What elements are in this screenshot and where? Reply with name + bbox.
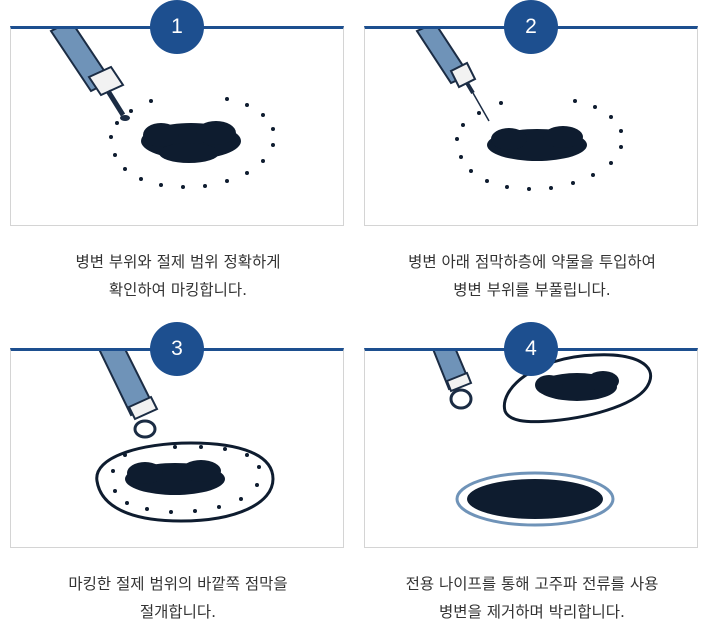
caption-line: 병변 아래 점막하층에 약물을 투입하여 (408, 253, 656, 271)
caption-line: 병변 부위와 절제 범위 정확하게 (75, 253, 281, 271)
step-number-badge: 2 (504, 0, 558, 54)
marking-tip-icon (49, 29, 130, 121)
step-number-badge: 3 (150, 322, 204, 376)
step-3-illustration (10, 348, 344, 548)
marking-dots (109, 97, 275, 189)
loop-knife-icon (432, 351, 473, 410)
injection-needle-icon (415, 29, 490, 122)
step-1-illustration (10, 26, 344, 226)
lesion-icon (487, 126, 587, 161)
step-2-illustration (364, 26, 698, 226)
step-1-caption: 병변 부위와 절제 범위 정확하게 확인하여 마킹합니다. (10, 248, 346, 304)
resected-area (455, 471, 615, 527)
caption-line: 마킹한 절제 범위의 바깥쪽 점막을 (68, 575, 288, 593)
step-4-illustration (364, 348, 698, 548)
step-4-caption: 전용 나이프를 통해 고주파 전류를 사용 병변을 제거하며 박리합니다. (364, 570, 700, 626)
loop-knife-icon (98, 351, 159, 439)
caption-line: 확인하여 마킹합니다. (108, 281, 248, 299)
caption-line: 절개합니다. (139, 603, 217, 621)
step-number-badge: 1 (150, 0, 204, 54)
marking-dots (111, 445, 261, 514)
step-3-caption: 마킹한 절제 범위의 바깥쪽 점막을 절개합니다. (10, 570, 346, 626)
lesion-icon (535, 371, 619, 401)
incision-outline (95, 441, 275, 523)
step-number-badge: 4 (504, 322, 558, 376)
caption-line: 병변 부위를 부풀립니다. (453, 281, 611, 299)
lesion-icon (141, 121, 241, 163)
caption-line: 전용 나이프를 통해 고주파 전류를 사용 (405, 575, 659, 593)
marking-dots (455, 99, 623, 191)
caption-line: 병변을 제거하며 박리합니다. (439, 603, 625, 621)
lesion-icon (125, 460, 225, 495)
step-2-caption: 병변 아래 점막하층에 약물을 투입하여 병변 부위를 부풀립니다. (364, 248, 700, 304)
